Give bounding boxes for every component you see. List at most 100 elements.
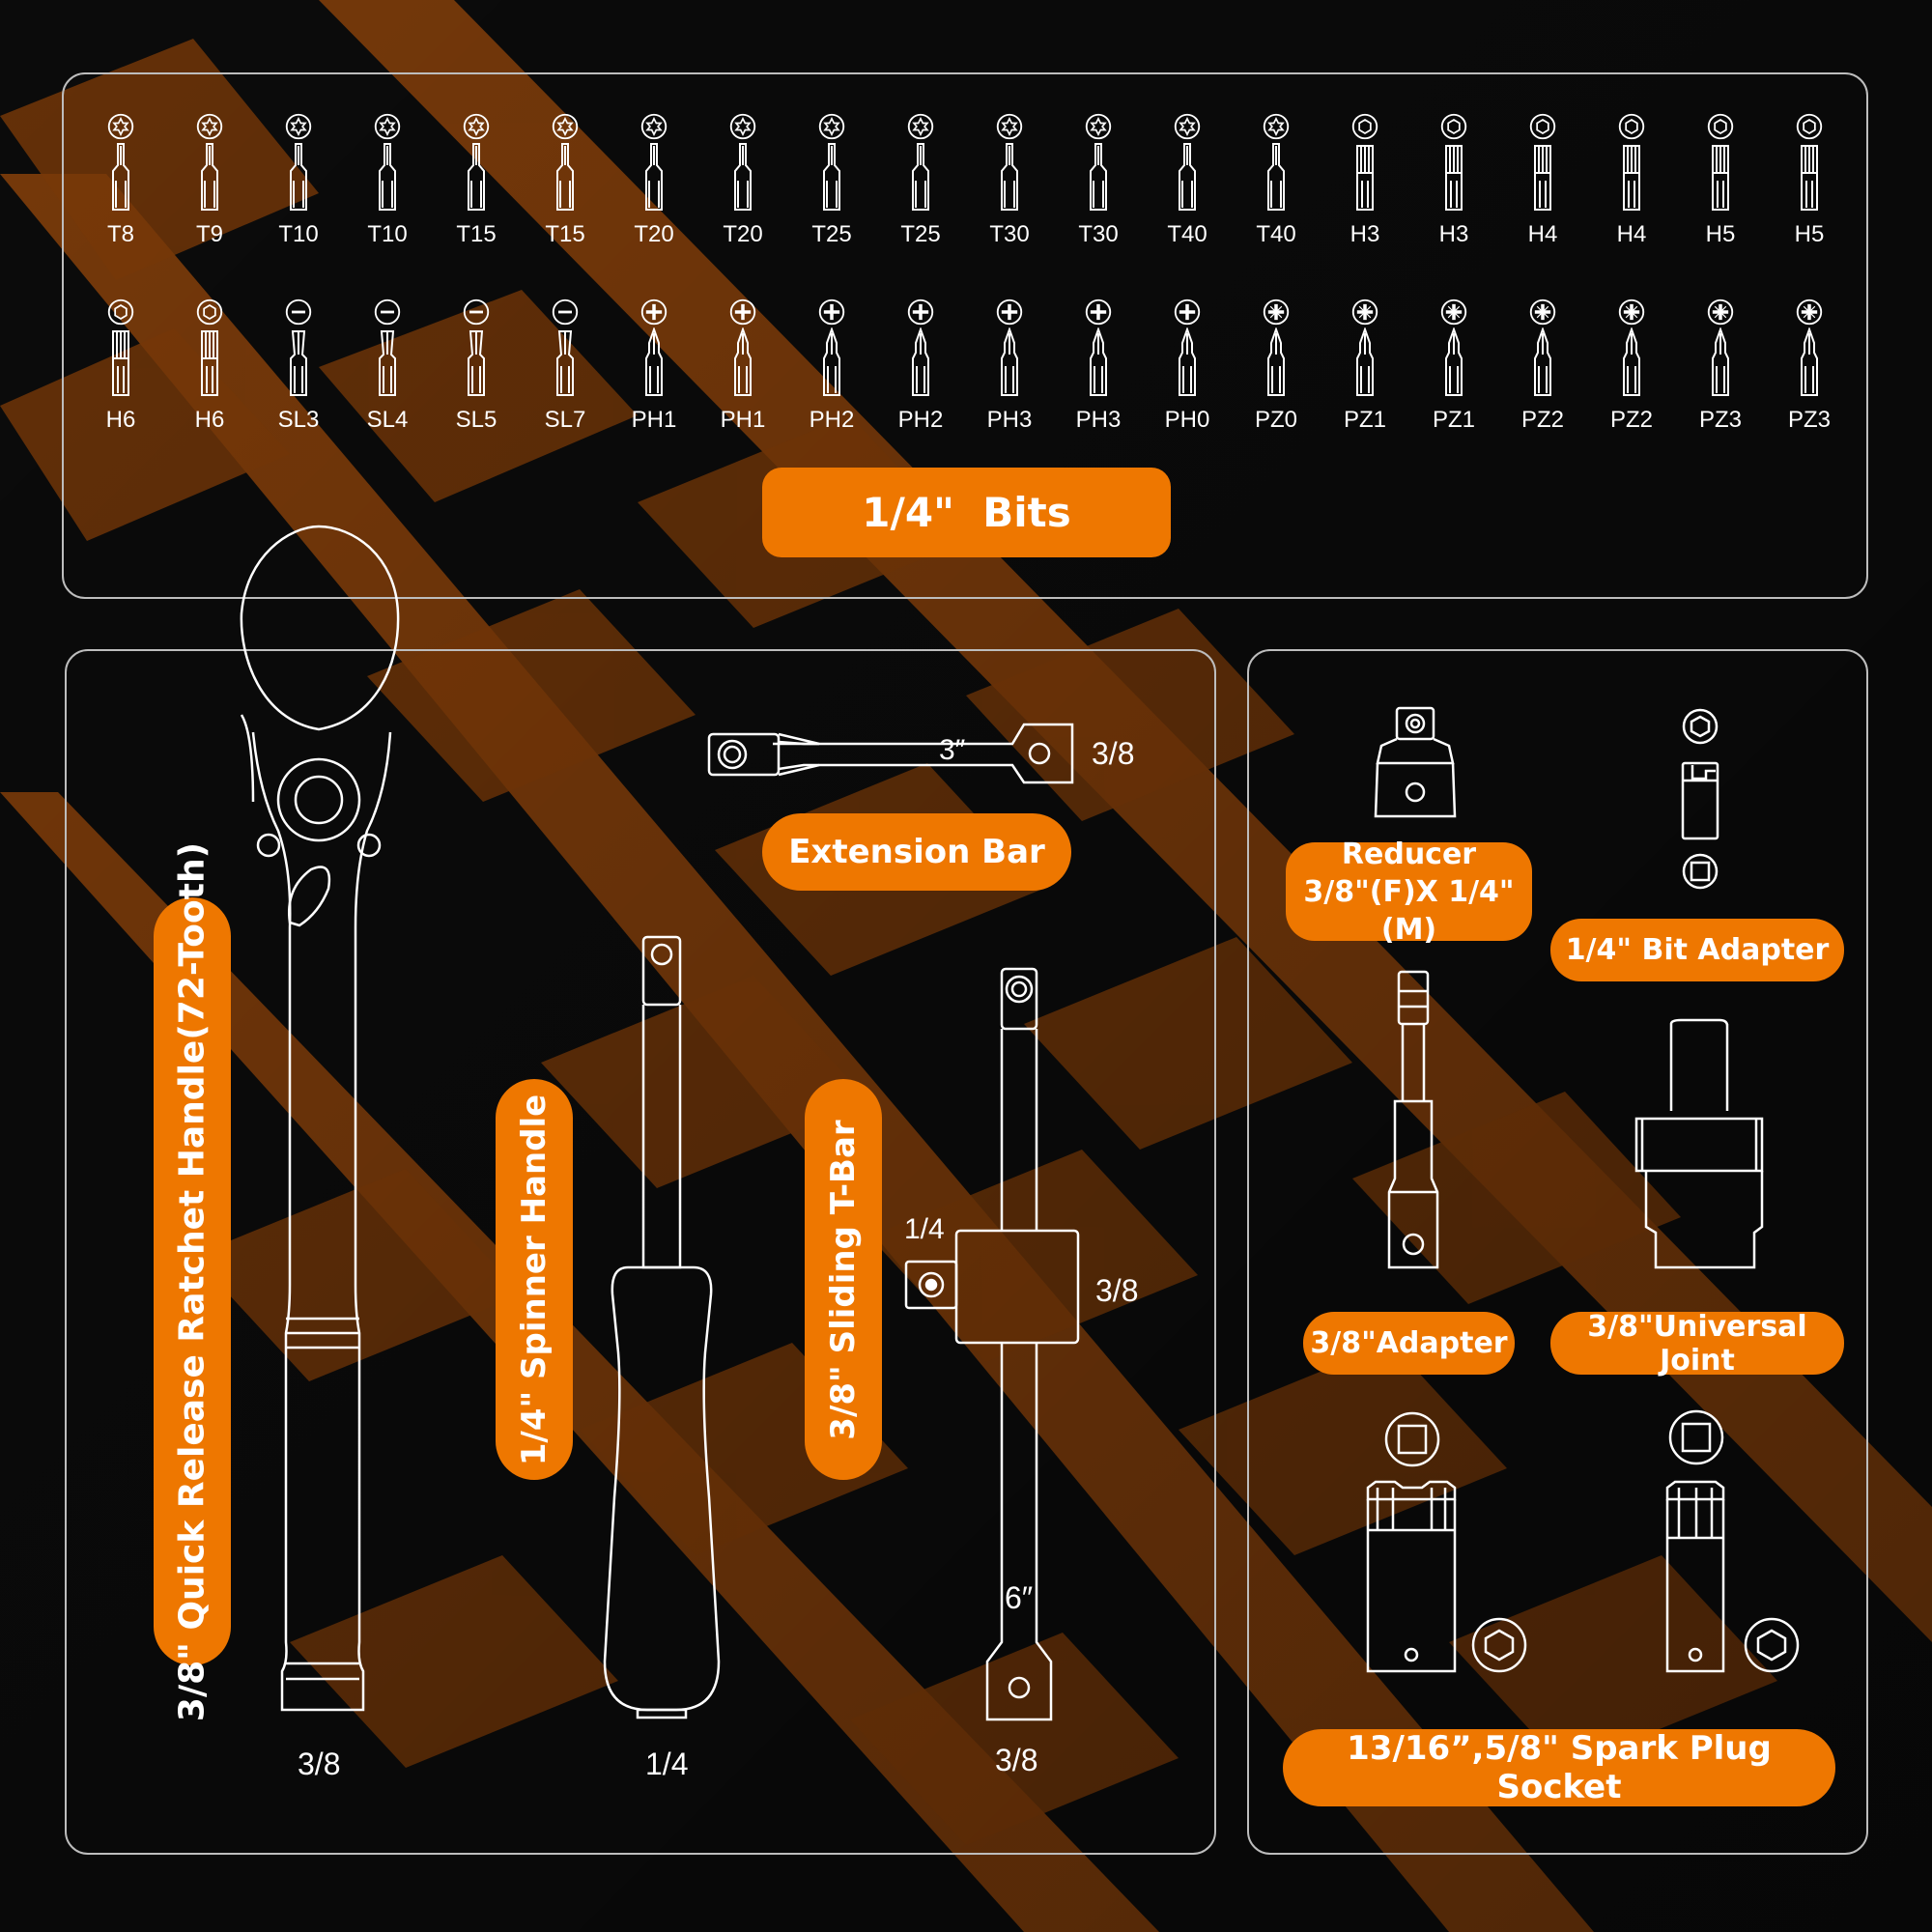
bit-label: H4: [1527, 221, 1558, 247]
bit-label: PZ1: [1343, 407, 1386, 433]
bit-item: PH1: [615, 298, 693, 443]
bit-item: H4: [1504, 113, 1581, 258]
bit-item: T40: [1149, 113, 1226, 258]
tbar-label-pill: 3/8" Sliding T-Bar: [805, 1079, 882, 1480]
extension-label-pill: Extension Bar: [762, 813, 1071, 891]
bit-label: H3: [1438, 221, 1469, 247]
reducer-label-line2: 3/8"(F)X 1/4"(M): [1303, 874, 1515, 947]
bit-item: T10: [349, 113, 426, 258]
bit-label: T40: [1167, 221, 1208, 247]
bit-item: H5: [1682, 113, 1759, 258]
bit-label: SL5: [455, 407, 497, 433]
bit-item: PZ1: [1415, 298, 1492, 443]
spark-plug-label-pill: 13/16”,5/8" Spark Plug Socket: [1283, 1729, 1835, 1806]
bits-panel: [62, 72, 1868, 599]
bit-item: T15: [438, 113, 515, 258]
spark-plug-label: 13/16”,5/8" Spark Plug Socket: [1347, 1729, 1772, 1806]
bit-item: PH3: [971, 298, 1048, 443]
extension-length: 3″: [939, 734, 966, 766]
bit-label: T10: [278, 221, 319, 247]
adapter-label: 3/8"Adapter: [1310, 1326, 1508, 1360]
bit-item: H3: [1326, 113, 1404, 258]
ratchet-label-pill: 3/8" Quick Release Ratchet Handle(72-Too…: [154, 841, 231, 1721]
bit-label: PH1: [631, 407, 677, 433]
bit-label: PH1: [720, 407, 766, 433]
universal-joint-label-pill: 3/8"Universal Joint: [1550, 1309, 1844, 1378]
bit-label: PZ3: [1787, 407, 1831, 433]
extension-label: Extension Bar: [788, 833, 1045, 871]
bit-label: PZ1: [1432, 407, 1475, 433]
bit-label: T20: [723, 221, 763, 247]
bit-item: H5: [1771, 113, 1848, 258]
bit-item: PH2: [882, 298, 959, 443]
bit-item: PZ2: [1593, 298, 1670, 443]
tbar-size: 3/8: [995, 1743, 1038, 1777]
bit-item: H6: [82, 298, 159, 443]
bit-label: PZ3: [1698, 407, 1742, 433]
tbar-label: 3/8" Sliding T-Bar: [824, 1119, 863, 1440]
spinner-label-pill: 1/4" Spinner Handle: [496, 1079, 573, 1480]
bit-label: PH0: [1164, 407, 1210, 433]
bit-label: PH2: [809, 407, 855, 433]
bit-item: PH2: [793, 298, 870, 443]
bit-label: T20: [634, 221, 674, 247]
bits-title-pill: 1/4" Bits: [762, 468, 1171, 557]
bit-label: T30: [1078, 221, 1119, 247]
bit-label: T25: [900, 221, 941, 247]
bit-item: SL3: [260, 298, 337, 443]
bit-label: SL7: [544, 407, 586, 433]
bit-label: T8: [106, 221, 134, 247]
bit-label: PH3: [986, 407, 1033, 433]
bit-item: T20: [615, 113, 693, 258]
bit-item: PZ1: [1326, 298, 1404, 443]
bit-label: H5: [1794, 221, 1825, 247]
tbar-head-left-size: 1/4: [904, 1213, 945, 1245]
bit-label: H5: [1705, 221, 1736, 247]
bit-item: T9: [171, 113, 248, 258]
bit-item: PZ3: [1771, 298, 1848, 443]
bit-item: SL4: [349, 298, 426, 443]
bit-label: H4: [1616, 221, 1647, 247]
bits-title: 1/4" Bits: [862, 489, 1071, 536]
bit-label: H6: [194, 407, 225, 433]
reducer-label-pill: Reducer 3/8"(F)X 1/4"(M): [1286, 838, 1532, 947]
bit-item: T8: [82, 113, 159, 258]
bit-adapter-label-pill: 1/4" Bit Adapter: [1550, 919, 1844, 981]
tbar-length: 6″: [1005, 1580, 1034, 1615]
bit-item: PZ0: [1237, 298, 1315, 443]
bit-label: T30: [989, 221, 1030, 247]
bit-item: PH3: [1060, 298, 1137, 443]
adapter-label-pill: 3/8"Adapter: [1303, 1312, 1515, 1375]
bit-item: T30: [1060, 113, 1137, 258]
bit-item: SL5: [438, 298, 515, 443]
bit-label: PH3: [1075, 407, 1122, 433]
bit-item: PZ3: [1682, 298, 1759, 443]
spinner-label: 1/4" Spinner Handle: [515, 1094, 554, 1465]
bit-label: H6: [105, 407, 136, 433]
bit-label: PZ2: [1520, 407, 1564, 433]
bit-item: H4: [1593, 113, 1670, 258]
accessories-panel: [1247, 649, 1868, 1855]
bit-label: SL3: [277, 407, 320, 433]
bit-item: PZ2: [1504, 298, 1581, 443]
handles-panel: [65, 649, 1216, 1855]
bit-label: SL4: [366, 407, 409, 433]
bit-label: T15: [456, 221, 497, 247]
bit-item: PH0: [1149, 298, 1226, 443]
bit-item: T25: [882, 113, 959, 258]
universal-joint-label: 3/8"Universal Joint: [1587, 1309, 1807, 1378]
bit-label: H3: [1350, 221, 1380, 247]
bit-item: SL7: [526, 298, 604, 443]
spinner-size: 1/4: [645, 1747, 689, 1781]
bit-label: PZ0: [1254, 407, 1297, 433]
tbar-head-right-size: 3/8: [1095, 1273, 1139, 1308]
bit-item: T15: [526, 113, 604, 258]
bit-label: T15: [545, 221, 585, 247]
bit-item: H3: [1415, 113, 1492, 258]
bit-label: PH2: [897, 407, 944, 433]
reducer-label-line1: Reducer: [1341, 837, 1477, 871]
bit-item: T20: [704, 113, 781, 258]
bit-adapter-label: 1/4" Bit Adapter: [1565, 933, 1830, 967]
bit-label: T25: [811, 221, 852, 247]
bit-label: T9: [195, 221, 223, 247]
